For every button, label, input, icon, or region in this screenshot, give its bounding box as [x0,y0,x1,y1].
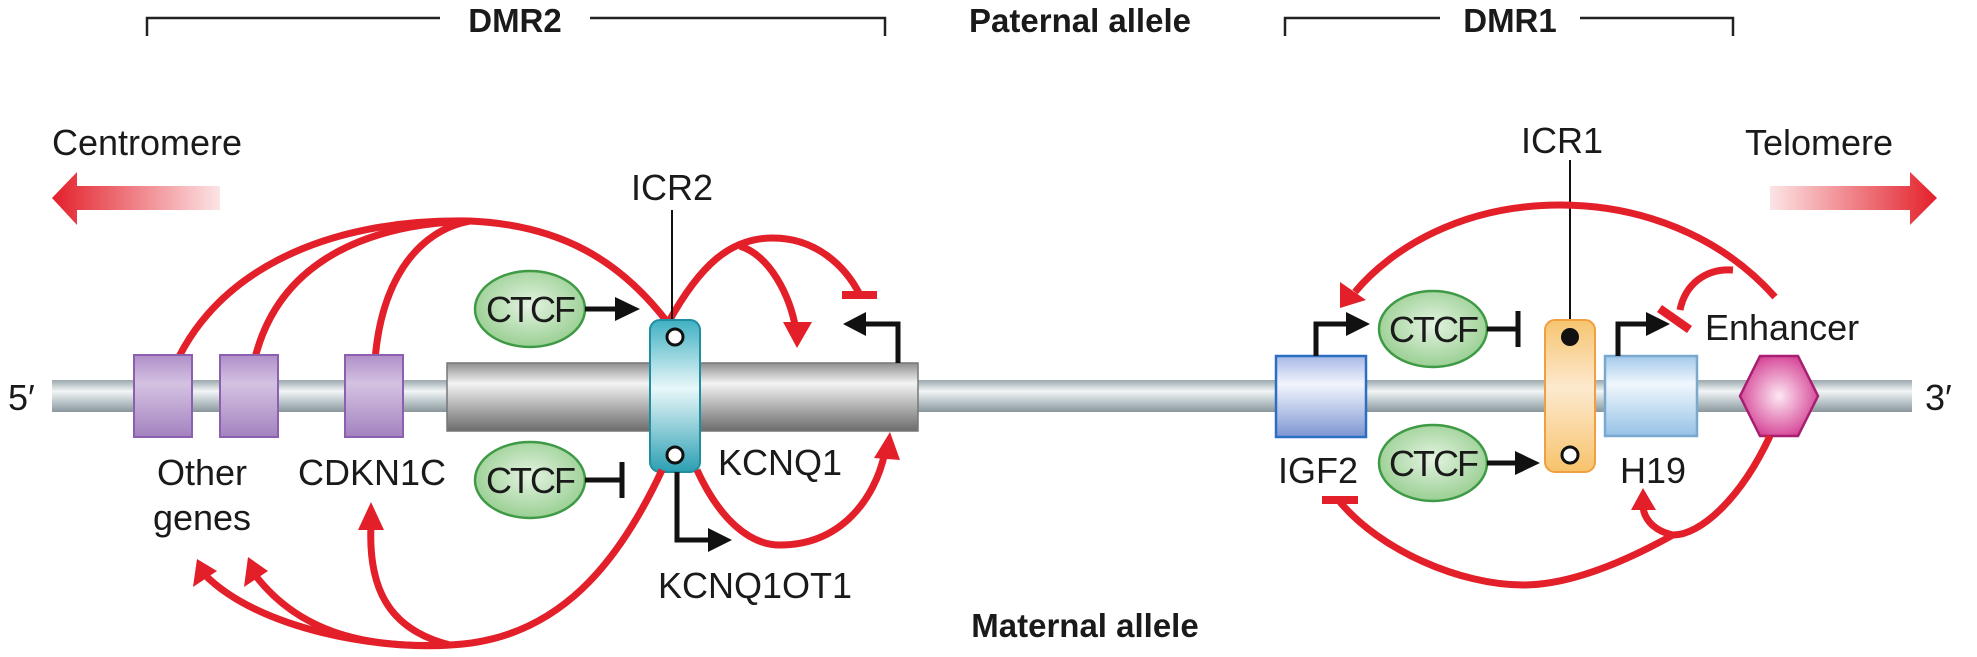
activation-arc-kcnq1ot1 [738,242,800,331]
dmr2-paternal-right-arcs [664,234,877,348]
arrowhead-other-gene-1 [193,559,217,587]
kcnq1ot1-promoter-line [674,472,712,543]
silencing-arc-kcnq1 [664,234,864,325]
dmr1-bracket-right [1580,16,1735,36]
other-gene-box-2 [219,354,279,438]
igf2-label: IGF2 [1278,450,1358,491]
h19-promoter-arrow-icon [1646,312,1670,336]
kcnq1-label: KCNQ1 [718,442,842,483]
activation-arc-other-gene-1 [202,572,451,650]
h19-gene-box [1603,354,1699,438]
h19-label: H19 [1620,450,1686,491]
ctcf-dmr1-maternal-label: CTCF [1389,443,1478,484]
activation-arc-kcnq1 [693,451,889,549]
five-prime-label: 5′ [8,377,35,418]
tee-bar-h19 [1657,305,1692,333]
ctcf-dmr2-paternal-label: CTCF [486,289,575,330]
igf2-promoter-arrow-icon [1346,312,1370,336]
dmr1-paternal-arcs [1340,201,1778,333]
enhancer-silencing-arc-igf2 [1337,434,1774,589]
other-genes-label-line1: Other [157,452,247,493]
dmr1-bracket-left [1283,16,1440,36]
cdkn1c-gene-box [344,354,404,438]
dmr1-label: DMR1 [1463,2,1557,39]
dmr2-maternal-activation-arcs [193,432,900,650]
icr1-label: ICR1 [1521,120,1603,161]
icr1-unmethylated-site [1560,445,1580,465]
arrowhead-cdkn1c [358,502,384,530]
enhancer-activation-arc-igf2 [1352,201,1778,300]
enhancer-hexagon [1738,354,1820,438]
dmr1-maternal-arcs [1322,434,1774,589]
dmr2-bracket-left [145,16,440,36]
telomere-arrow-icon [1770,172,1937,225]
ctcf-dmr2-paternal-arrow-icon [615,297,640,321]
icr2-unmethylated-site-top [665,327,685,347]
arrowhead-kcnq1ot1 [783,322,812,348]
h19-promoter-line [1615,321,1650,356]
arrowhead-h19 [1631,488,1656,510]
kcnq1ot1-label: KCNQ1OT1 [658,565,852,606]
kcnq1ot1-promoter-arrow-icon [708,528,732,552]
activation-arc-cdkn1c [367,524,451,649]
tee-bar-kcnq1 [842,291,877,299]
arrowhead-igf2 [1340,282,1366,308]
centromere-arrow-icon [52,172,220,225]
three-prime-label: 3′ [1925,377,1952,418]
arrowhead-kcnq1 [874,432,900,460]
icr2-label: ICR2 [631,167,713,208]
enhancer-label: Enhancer [1705,307,1859,348]
igf2-promoter-line [1313,321,1350,356]
icr2-unmethylated-site-bottom [665,445,685,465]
silencing-arc-other-gene-2 [245,217,471,396]
ctcf-dmr1-maternal-arrow-icon [1515,451,1540,475]
icr1-methylated-site [1561,328,1579,346]
icr1-element [1544,319,1596,473]
activation-arc-other-gene-2 [252,468,666,650]
ctcf-dmr1-paternal-label: CTCF [1389,309,1478,350]
telomere-label: Telomere [1745,122,1893,163]
dmr1-bracket: DMR1 [1283,2,1735,39]
igf2-gene-box [1274,354,1368,439]
kcnq1-promoter-line [862,321,901,363]
centromere-label: Centromere [52,122,242,163]
ctcf-dmr2-maternal-label: CTCF [486,460,575,501]
kcnq1-promoter-arrow-icon [843,312,866,336]
silencing-arc-h19 [1676,266,1734,311]
dmr2-label: DMR2 [468,2,562,39]
dmr2-bracket: DMR2 [145,2,887,39]
tee-bar-igf2 [1322,496,1358,504]
other-gene-box-1 [133,354,193,438]
paternal-allele-label: Paternal allele [969,2,1191,39]
dmr2-bracket-right [590,16,887,36]
arrowhead-other-gene-2 [244,557,268,587]
maternal-allele-label: Maternal allele [971,607,1198,644]
cdkn1c-label: CDKN1C [298,452,446,493]
other-genes-label-line2: genes [153,497,251,538]
